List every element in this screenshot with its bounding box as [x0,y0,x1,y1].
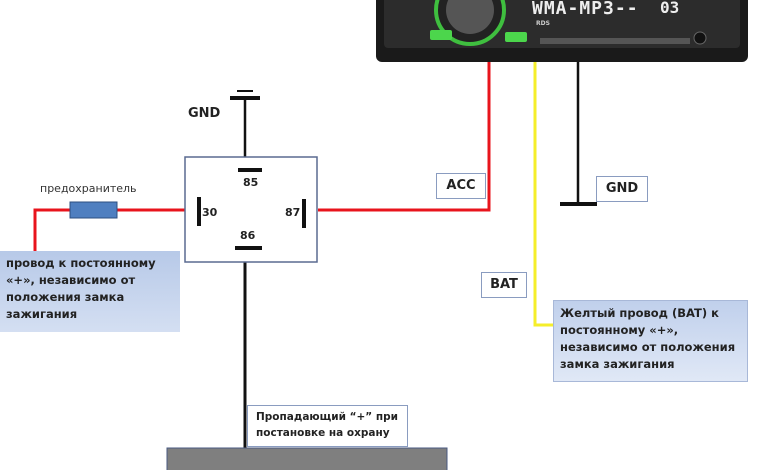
relay [184,156,318,263]
display-track: 03 [660,0,680,17]
bat-label: BAT [481,272,527,298]
yellow-wire-note: Желтый провод (BAT) к постоянному «+», н… [553,300,748,382]
gnd-label: GND [188,106,221,121]
bat-wire [533,62,555,327]
alarm-plus-note: Пропадающий “+” при постановке на охрану [247,405,408,447]
pin-85: 85 [243,176,259,189]
fuse-label: предохранитель [40,182,137,195]
gnd-unit-label: GND [596,176,648,202]
acc-wire [318,62,491,212]
constant-plus-wire [33,208,70,252]
constant-plus-note: провод к постоянному «+», независимо от … [0,251,180,332]
car-radio [376,0,748,62]
rds-label: RDS [536,20,550,27]
fuse-icon [69,201,118,219]
alarm-unit [166,447,448,470]
pin-30: 30 [202,206,218,219]
pin-87: 87 [285,206,301,219]
acc-label: ACC [436,173,486,199]
display-text: WMA-MP3-- [532,0,639,19]
pin-86: 86 [240,229,256,242]
